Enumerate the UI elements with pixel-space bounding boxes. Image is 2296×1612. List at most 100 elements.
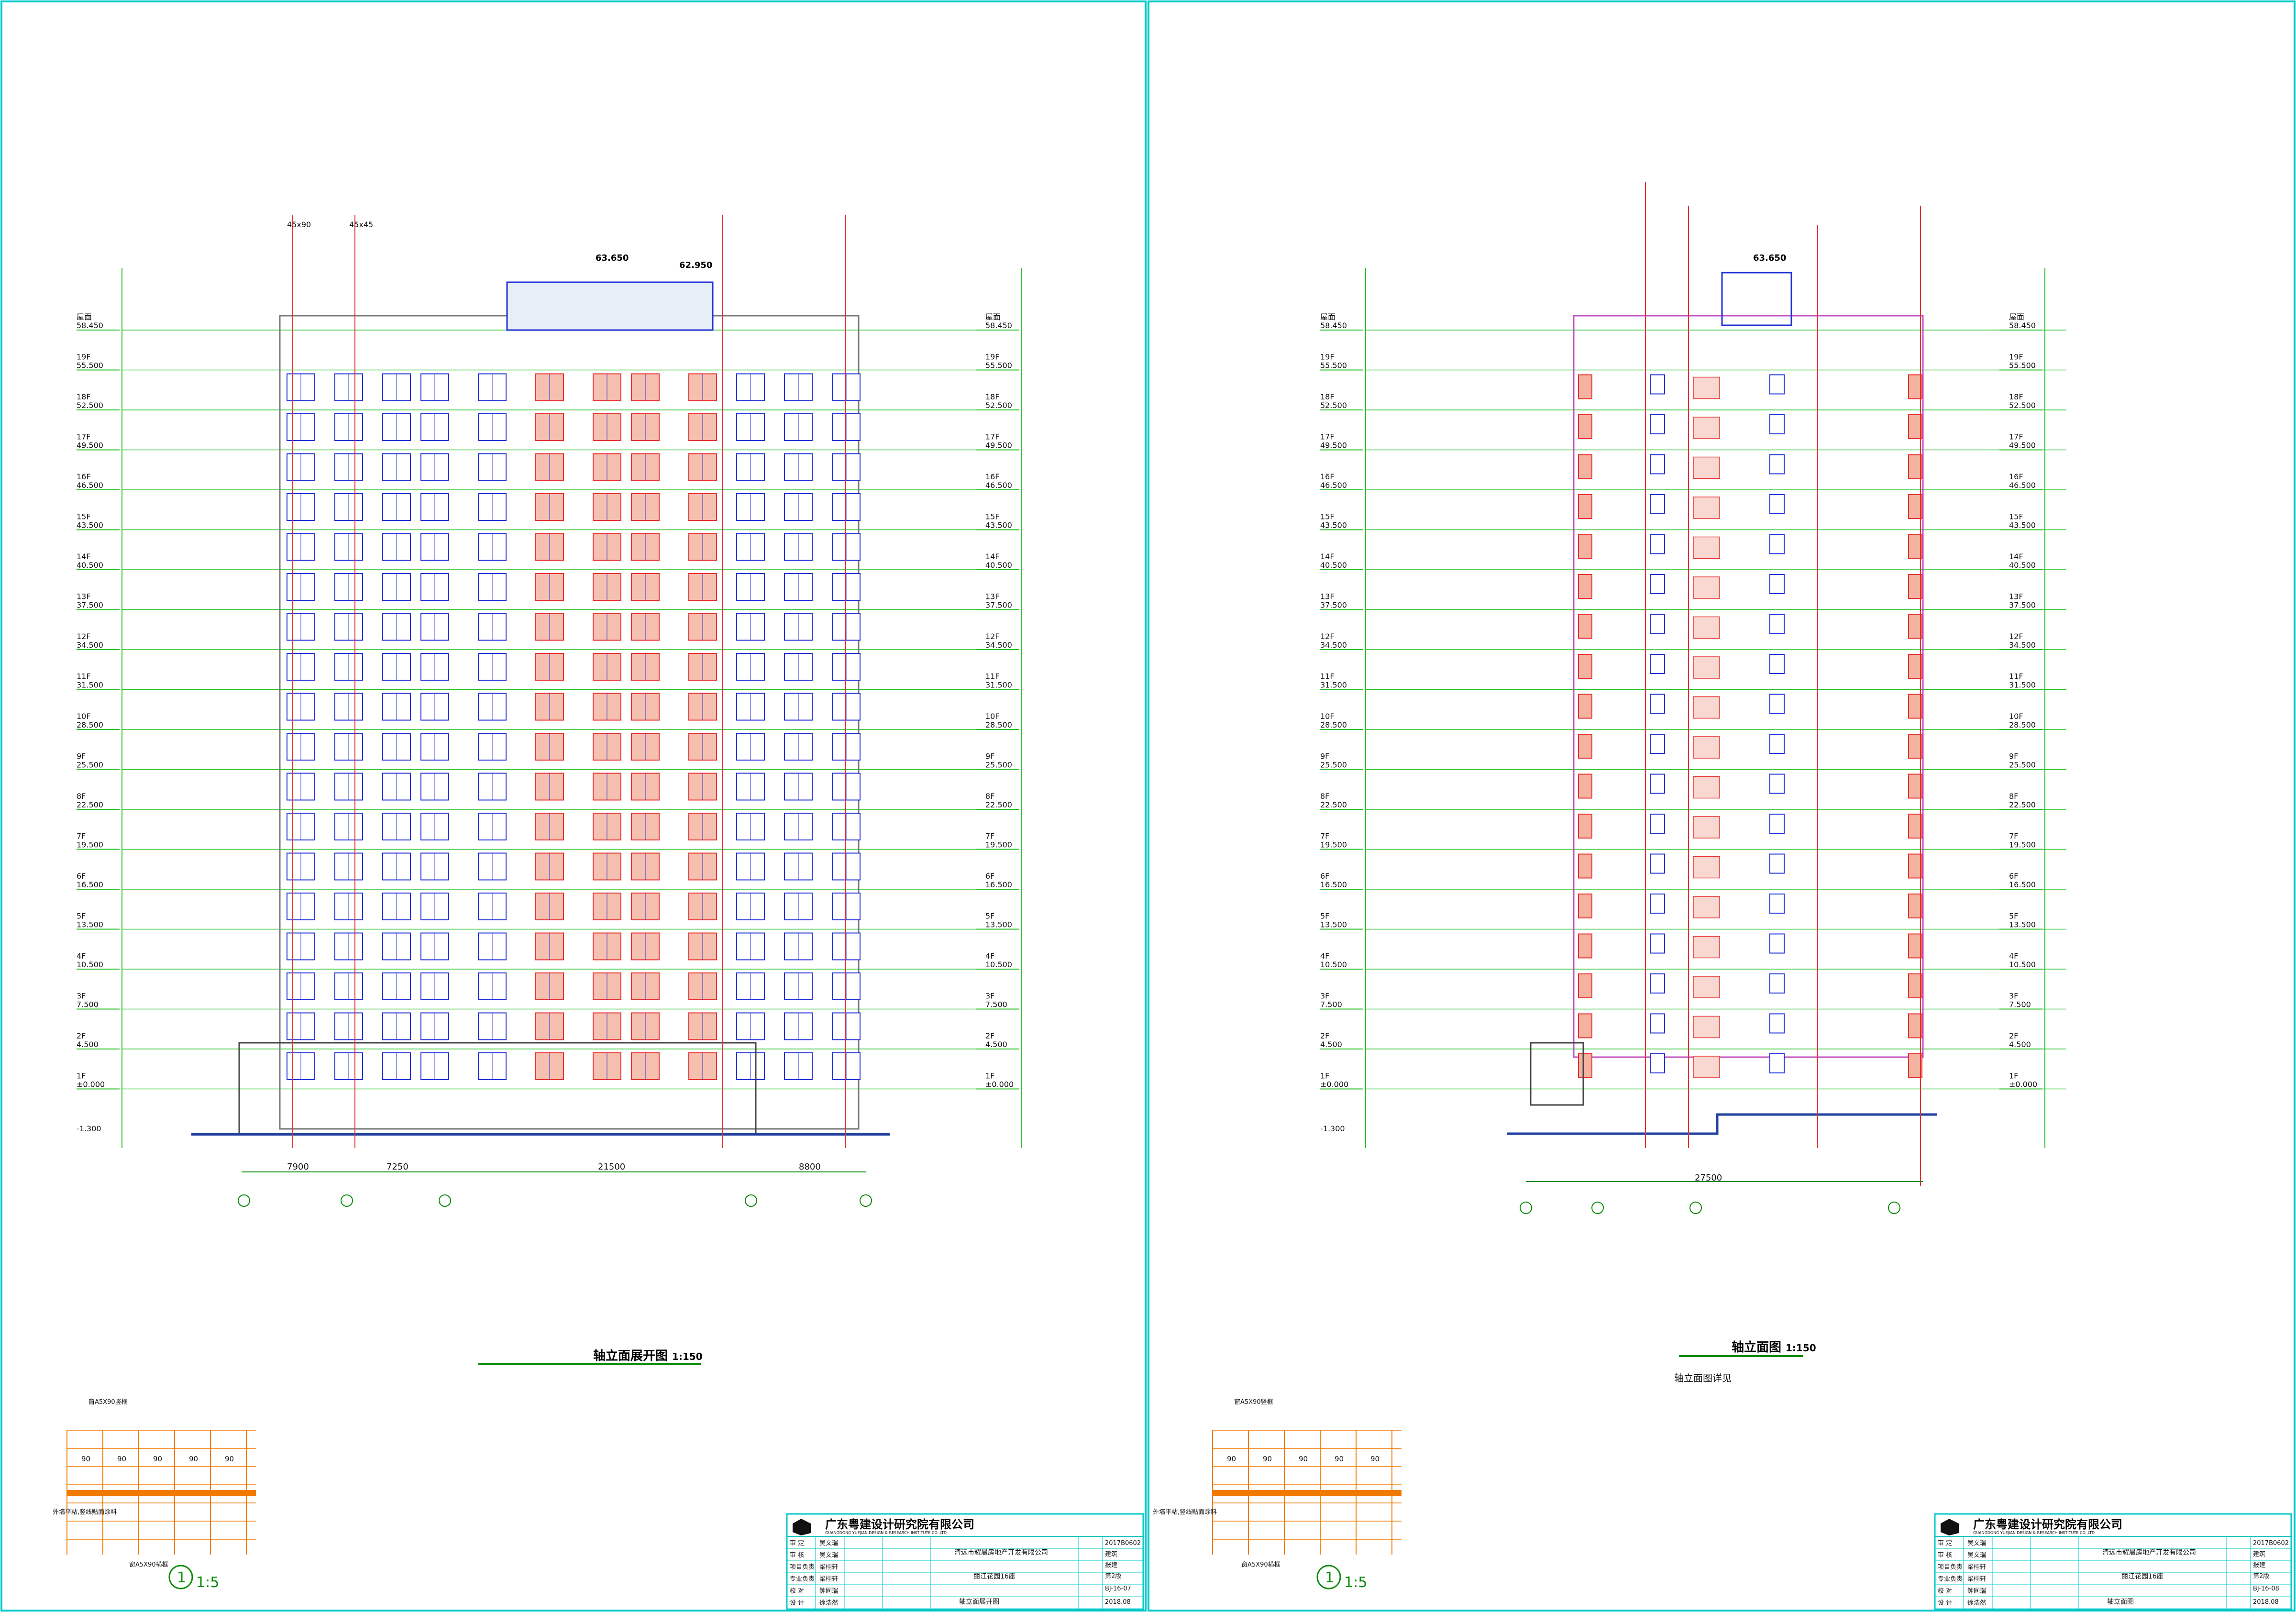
level-value: 19.500 [1320, 840, 1347, 850]
level-value: 37.500 [1320, 601, 1347, 610]
level-value: 52.500 [2009, 401, 2036, 410]
tb-person: 梁栩轩 [1967, 1576, 1986, 1583]
tb-role: 项目负责 [1938, 1564, 1963, 1571]
level-name: 5F [985, 912, 994, 921]
level-value: 55.500 [1320, 361, 1347, 370]
tb-person: 梁栩轩 [1967, 1564, 1986, 1571]
level-name: 13F [1320, 592, 1335, 601]
left-top-level: 63.650 [596, 253, 629, 263]
left-tb-company: 广东粤建设计研究院有限公司 [825, 1518, 974, 1531]
left-roof-crown [506, 281, 714, 331]
level-name: 6F [985, 872, 994, 881]
tb-person: 梁栩轩 [819, 1564, 838, 1571]
left-grade-level: -1.300 [77, 1124, 101, 1133]
level-value: 16.500 [1320, 880, 1347, 889]
level-value: 49.500 [1320, 441, 1347, 450]
level-value: 58.450 [77, 321, 103, 330]
level-value: 43.500 [77, 521, 103, 530]
right-sheet-border [1148, 0, 2296, 1612]
level-name: 18F [77, 392, 91, 401]
left-tb-project: 丽江花园16座 [973, 1573, 1016, 1580]
level-value: 31.500 [77, 681, 103, 690]
level-value: 52.500 [77, 401, 103, 410]
level-value: 4.500 [1320, 1040, 1342, 1049]
level-value: 7.500 [77, 1000, 99, 1009]
level-name: 1F [2009, 1071, 2018, 1081]
level-value: 58.450 [985, 321, 1012, 330]
level-value: 13.500 [1320, 920, 1347, 929]
level-name: 8F [77, 792, 86, 801]
level-value: 34.500 [77, 640, 103, 650]
level-name: 19F [985, 353, 1000, 362]
right-grade-level: -1.300 [1320, 1124, 1345, 1133]
dim-1: 7900 [287, 1162, 309, 1172]
level-value: 10.500 [2009, 960, 2036, 969]
level-value: 31.500 [1320, 681, 1347, 690]
level-name: 12F [1320, 632, 1335, 641]
level-value: 7.500 [985, 1000, 1007, 1009]
level-value: 43.500 [985, 521, 1012, 530]
tb-role: 校 对 [790, 1587, 804, 1595]
level-name: 1F [1320, 1071, 1329, 1081]
left-tb-discipline: 建筑 [1105, 1550, 1117, 1558]
right-level-lines [1366, 330, 2066, 1090]
level-name: 12F [2009, 632, 2023, 641]
level-name: 屋面 [1320, 312, 1336, 321]
level-name: 2F [2009, 1031, 2018, 1040]
level-name: 11F [985, 672, 1000, 681]
level-value: 25.500 [77, 761, 103, 770]
dim-4: 8800 [799, 1162, 821, 1172]
left-elevation-scale: 1:150 [672, 1351, 703, 1362]
level-value: 10.500 [1320, 960, 1347, 969]
level-value: 19.500 [985, 840, 1012, 850]
right-detail-no: 1 [1325, 1569, 1334, 1586]
left-tb-version: 第2版 [1105, 1573, 1121, 1580]
level-value: 31.500 [985, 681, 1012, 690]
level-name: 7F [1320, 832, 1329, 841]
level-value: 40.500 [1320, 561, 1347, 570]
left-elevation-title: 轴立面展开图 [593, 1348, 668, 1363]
left-detail-note-2: 外墙平粘,竖线贴面涂料 [53, 1508, 117, 1516]
right-title-block: 广东粤建设计研究院有限公司 GUANGDONG YUEJIAN DESIGN &… [1934, 1513, 2292, 1611]
level-value: 28.500 [2009, 720, 2036, 729]
left-tb-drawing-no: BJ-16-07 [1105, 1585, 1131, 1592]
level-name: 14F [77, 552, 91, 561]
detail-dim: 90 [1370, 1455, 1380, 1463]
tb-role: 设 计 [790, 1600, 804, 1607]
level-name: 屋面 [2009, 312, 2024, 321]
right-tb-project-no: 2017B0602 [2253, 1540, 2289, 1547]
right-elevation-title: 轴立面图 [1732, 1340, 1781, 1355]
dim-3: 21500 [598, 1162, 625, 1172]
level-value: 28.500 [77, 720, 103, 729]
level-name: 10F [2009, 712, 2023, 721]
level-name: 13F [2009, 592, 2023, 601]
left-level-ladder-outer: 屋面58.45019F55.50018F52.50017F49.50016F46… [77, 268, 122, 1148]
left-tb-project-no: 2017B0602 [1105, 1540, 1141, 1547]
level-value: ±0.000 [77, 1080, 105, 1089]
level-value: 7.500 [1320, 1000, 1342, 1009]
level-value: ±0.000 [2009, 1080, 2037, 1089]
level-value: 46.500 [2009, 481, 2036, 490]
level-value: 40.500 [77, 561, 103, 570]
level-value: 37.500 [2009, 601, 2036, 610]
left-detail-scale: 1:5 [196, 1574, 219, 1591]
right-tb-company-en: GUANGDONG YUEJIAN DESIGN & RESEARCH INST… [1973, 1531, 2095, 1535]
level-name: 19F [77, 353, 91, 362]
right-building-body [1573, 315, 1924, 1058]
level-name: 14F [985, 552, 1000, 561]
right-tb-drawing-title: 轴立面图 [2107, 1598, 2134, 1606]
right-dim: 27500 [1695, 1173, 1722, 1183]
tb-role: 校 对 [1938, 1587, 1952, 1595]
level-value: 25.500 [2009, 761, 2036, 770]
level-value: 22.500 [985, 800, 1012, 809]
level-value: 52.500 [985, 401, 1012, 410]
level-name: 8F [2009, 792, 2018, 801]
tb-person: 钟同瑞 [1967, 1587, 1986, 1595]
level-value: 43.500 [1320, 521, 1347, 530]
tb-role: 审 核 [790, 1552, 804, 1559]
right-tb-rows: 审 定吴文瑞审 核吴文瑞项目负责梁栩轩专业负责梁栩轩校 对钟同瑞设 计徐浩然 [1935, 1536, 2291, 1610]
level-name: 17F [2009, 432, 2023, 442]
level-name: 18F [1320, 392, 1335, 401]
